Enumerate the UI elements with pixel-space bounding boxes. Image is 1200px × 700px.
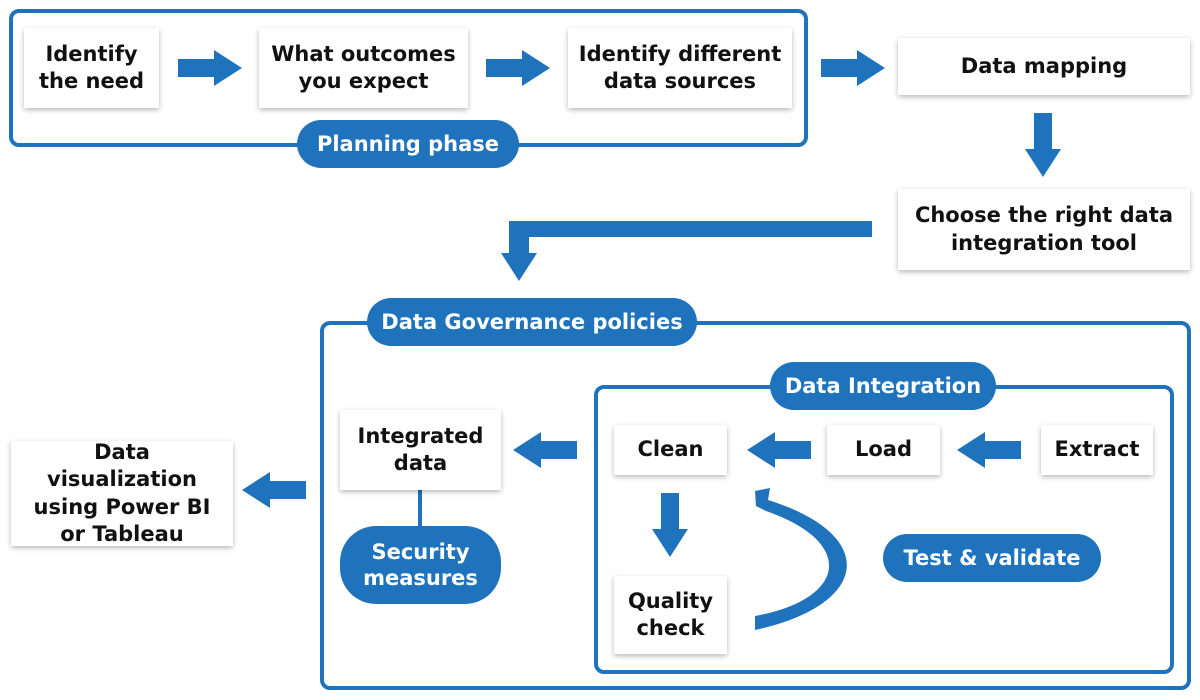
arrow-load-to-clean — [747, 432, 811, 468]
arrow-need-to-outcomes — [178, 50, 242, 86]
data-visualization-box: Data visualization using Power BI or Tab… — [11, 440, 233, 546]
data-mapping-box: Data mapping — [898, 38, 1190, 95]
arrow-mapping-to-tool — [1025, 113, 1061, 177]
arrow-integration-to-integrated — [513, 432, 577, 468]
integration-tool-box: Choose the right data integration tool — [898, 189, 1190, 270]
test-validate-label: Test & validate — [883, 534, 1101, 582]
load-box: Load — [827, 425, 940, 475]
data-governance-frame — [320, 321, 1191, 690]
planning-phase-label: Planning phase — [297, 120, 519, 168]
arrow-test-validate-loop — [755, 488, 847, 630]
integrated-data-box: Integrated data — [340, 410, 501, 490]
arrow-clean-to-quality — [652, 493, 688, 557]
extract-box: Extract — [1041, 425, 1153, 475]
data-integration-label: Data Integration — [770, 362, 996, 410]
arrow-outcomes-to-sources — [486, 50, 550, 86]
clean-box: Clean — [614, 425, 727, 475]
arrow-tool-to-governance — [501, 221, 872, 281]
arrow-sources-to-mapping — [821, 50, 885, 86]
arrow-integrated-to-visualization — [242, 472, 306, 508]
quality-check-box: Quality check — [614, 576, 727, 654]
outcomes-box: What outcomes you expect — [259, 28, 468, 108]
data-governance-label: Data Governance policies — [367, 298, 697, 346]
data-sources-box: Identify different data sources — [568, 28, 792, 108]
identify-need-box: Identify the need — [24, 28, 159, 108]
arrow-extract-to-load — [957, 432, 1021, 468]
connector-integrated-security — [418, 490, 422, 530]
security-measures-label: Security measures — [340, 526, 501, 604]
